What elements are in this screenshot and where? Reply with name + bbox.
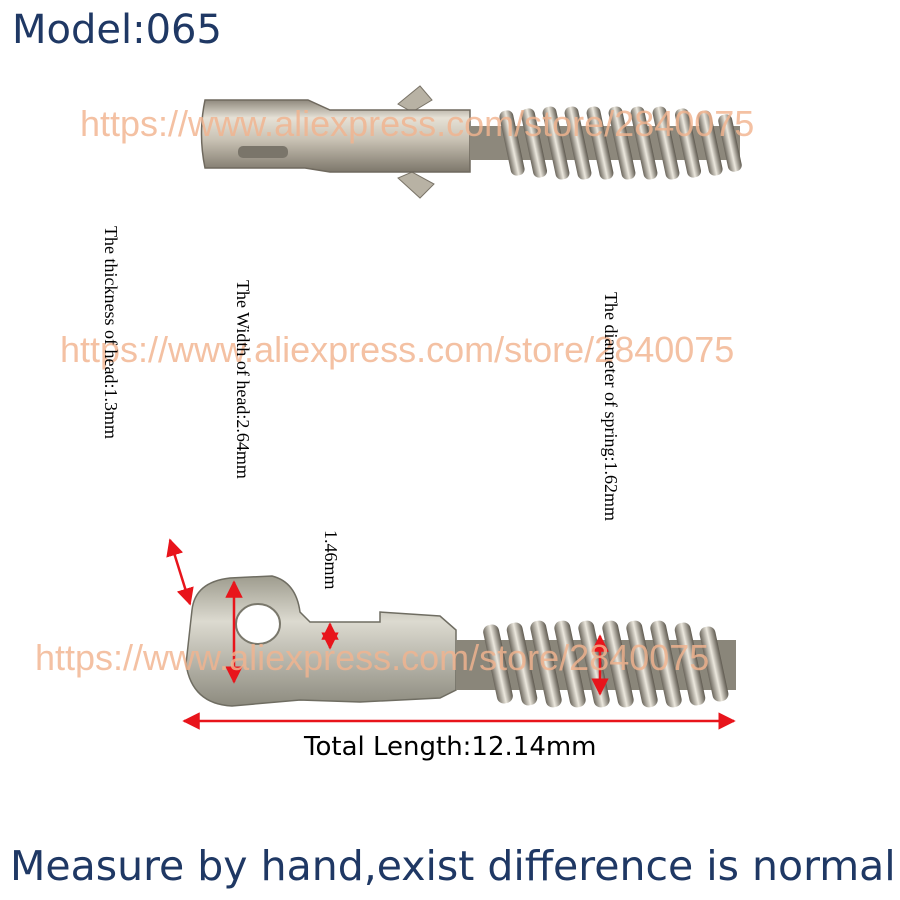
bottom-part-top-view — [185, 575, 736, 708]
measurement-disclaimer: Measure by hand,exist difference is norm… — [10, 842, 896, 890]
width-of-head-label: The Width of head:2.64mm — [233, 280, 253, 479]
model-title: Model:065 — [12, 7, 222, 53]
thickness-of-head-label: The thickness of head:1.3mm — [101, 226, 121, 439]
dimension-arrows — [166, 538, 736, 730]
neck-width-label: 1.46mm — [321, 530, 341, 590]
top-part-side-view — [200, 85, 742, 199]
thickness-arrow — [166, 538, 194, 606]
diameter-of-spring-label: The diameter of spring:1.62mm — [601, 292, 621, 521]
top-spring-coils — [499, 106, 742, 180]
total-length-label: Total Length:12.14mm — [304, 732, 597, 762]
